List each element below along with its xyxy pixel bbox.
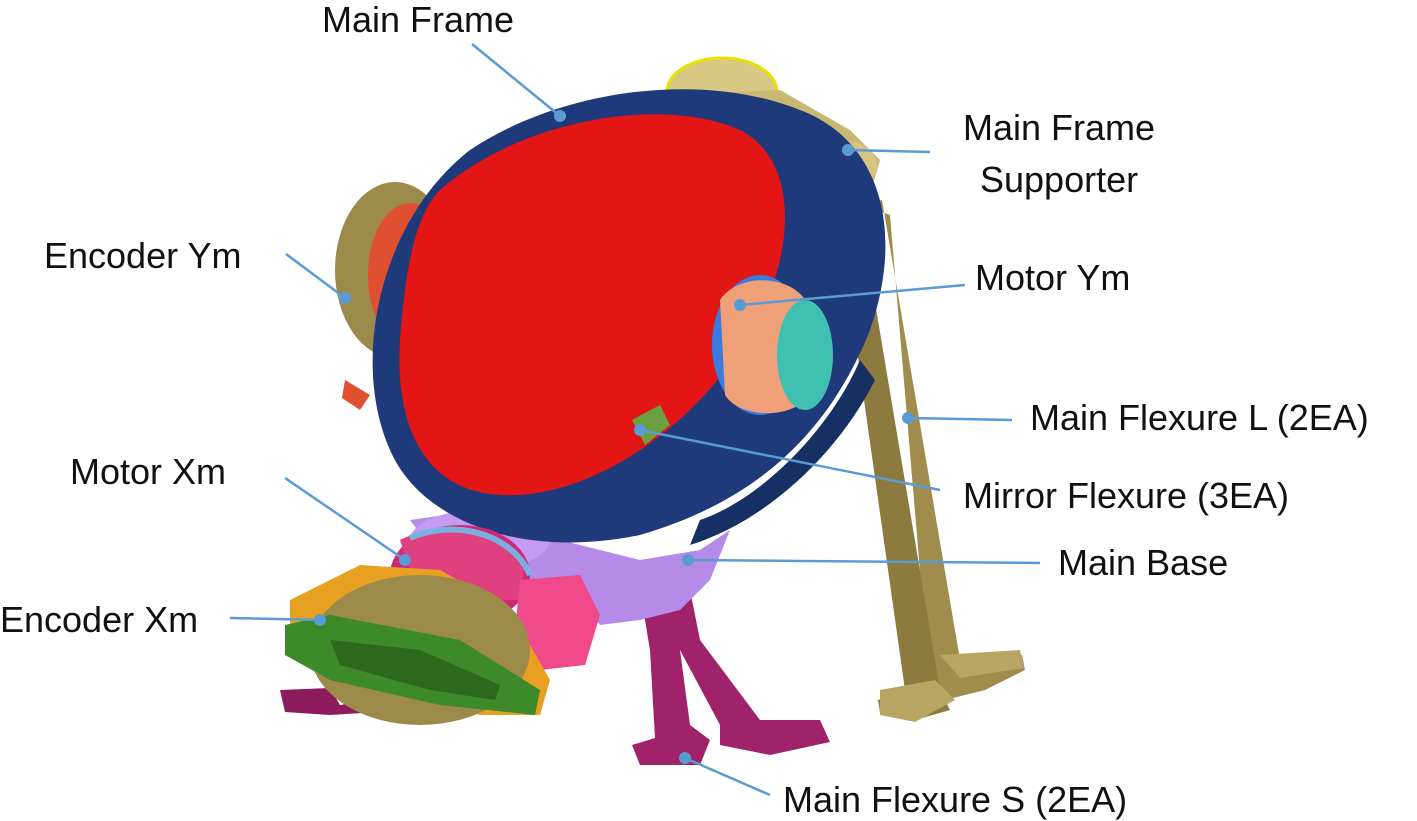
leader-dot-motor-ym [734, 299, 746, 311]
label-motor-xm: Motor Xm [70, 451, 226, 492]
leader-main-base [687, 558, 1041, 565]
encoder-xm-part [285, 565, 550, 725]
label-motor-ym: Motor Ym [975, 257, 1130, 298]
label-mirror-flexure: Mirror Flexure (3EA) [963, 475, 1289, 516]
main-flexure-l-part [840, 200, 1025, 722]
label-main-flexure-s: Main Flexure S (2EA) [783, 779, 1127, 820]
leader-dot-motor-xm [399, 554, 411, 566]
leader-dot-encoder-xm [314, 614, 326, 626]
leader-dot-main-flexure-s [679, 752, 691, 764]
leader-main-frame-supporter [847, 148, 931, 154]
label-main-frame-supporter-line2: Supporter [980, 159, 1138, 200]
leader-main-flexure-s [684, 756, 771, 797]
label-encoder-xm: Encoder Xm [0, 599, 198, 640]
leader-encoder-ym [285, 252, 346, 300]
leader-lines [229, 43, 1041, 797]
leader-encoder-xm [229, 616, 321, 622]
leader-dot-mirror-flexure [634, 424, 646, 436]
leader-mirror-flexure [639, 428, 941, 492]
label-main-base: Main Base [1058, 542, 1228, 583]
leader-main-flexure-l [907, 416, 1013, 422]
leader-dot-main-frame [554, 110, 566, 122]
labels: Main Frame Main Frame Supporter Encoder … [0, 0, 1369, 820]
leader-dot-encoder-ym [339, 292, 351, 304]
label-main-frame: Main Frame [322, 0, 514, 40]
label-encoder-ym: Encoder Ym [44, 235, 241, 276]
leader-dot-main-flexure-l [902, 412, 914, 424]
motor-ym-part [712, 275, 833, 415]
mirror-part [399, 114, 785, 496]
label-main-flexure-l: Main Flexure L (2EA) [1030, 397, 1369, 438]
leader-dot-main-frame-supporter [842, 144, 854, 156]
label-main-frame-supporter-line1: Main Frame [963, 107, 1155, 148]
leader-motor-ym [739, 283, 966, 307]
leader-main-frame [471, 43, 561, 117]
leader-dot-main-base [682, 554, 694, 566]
leader-motor-xm [284, 476, 406, 562]
